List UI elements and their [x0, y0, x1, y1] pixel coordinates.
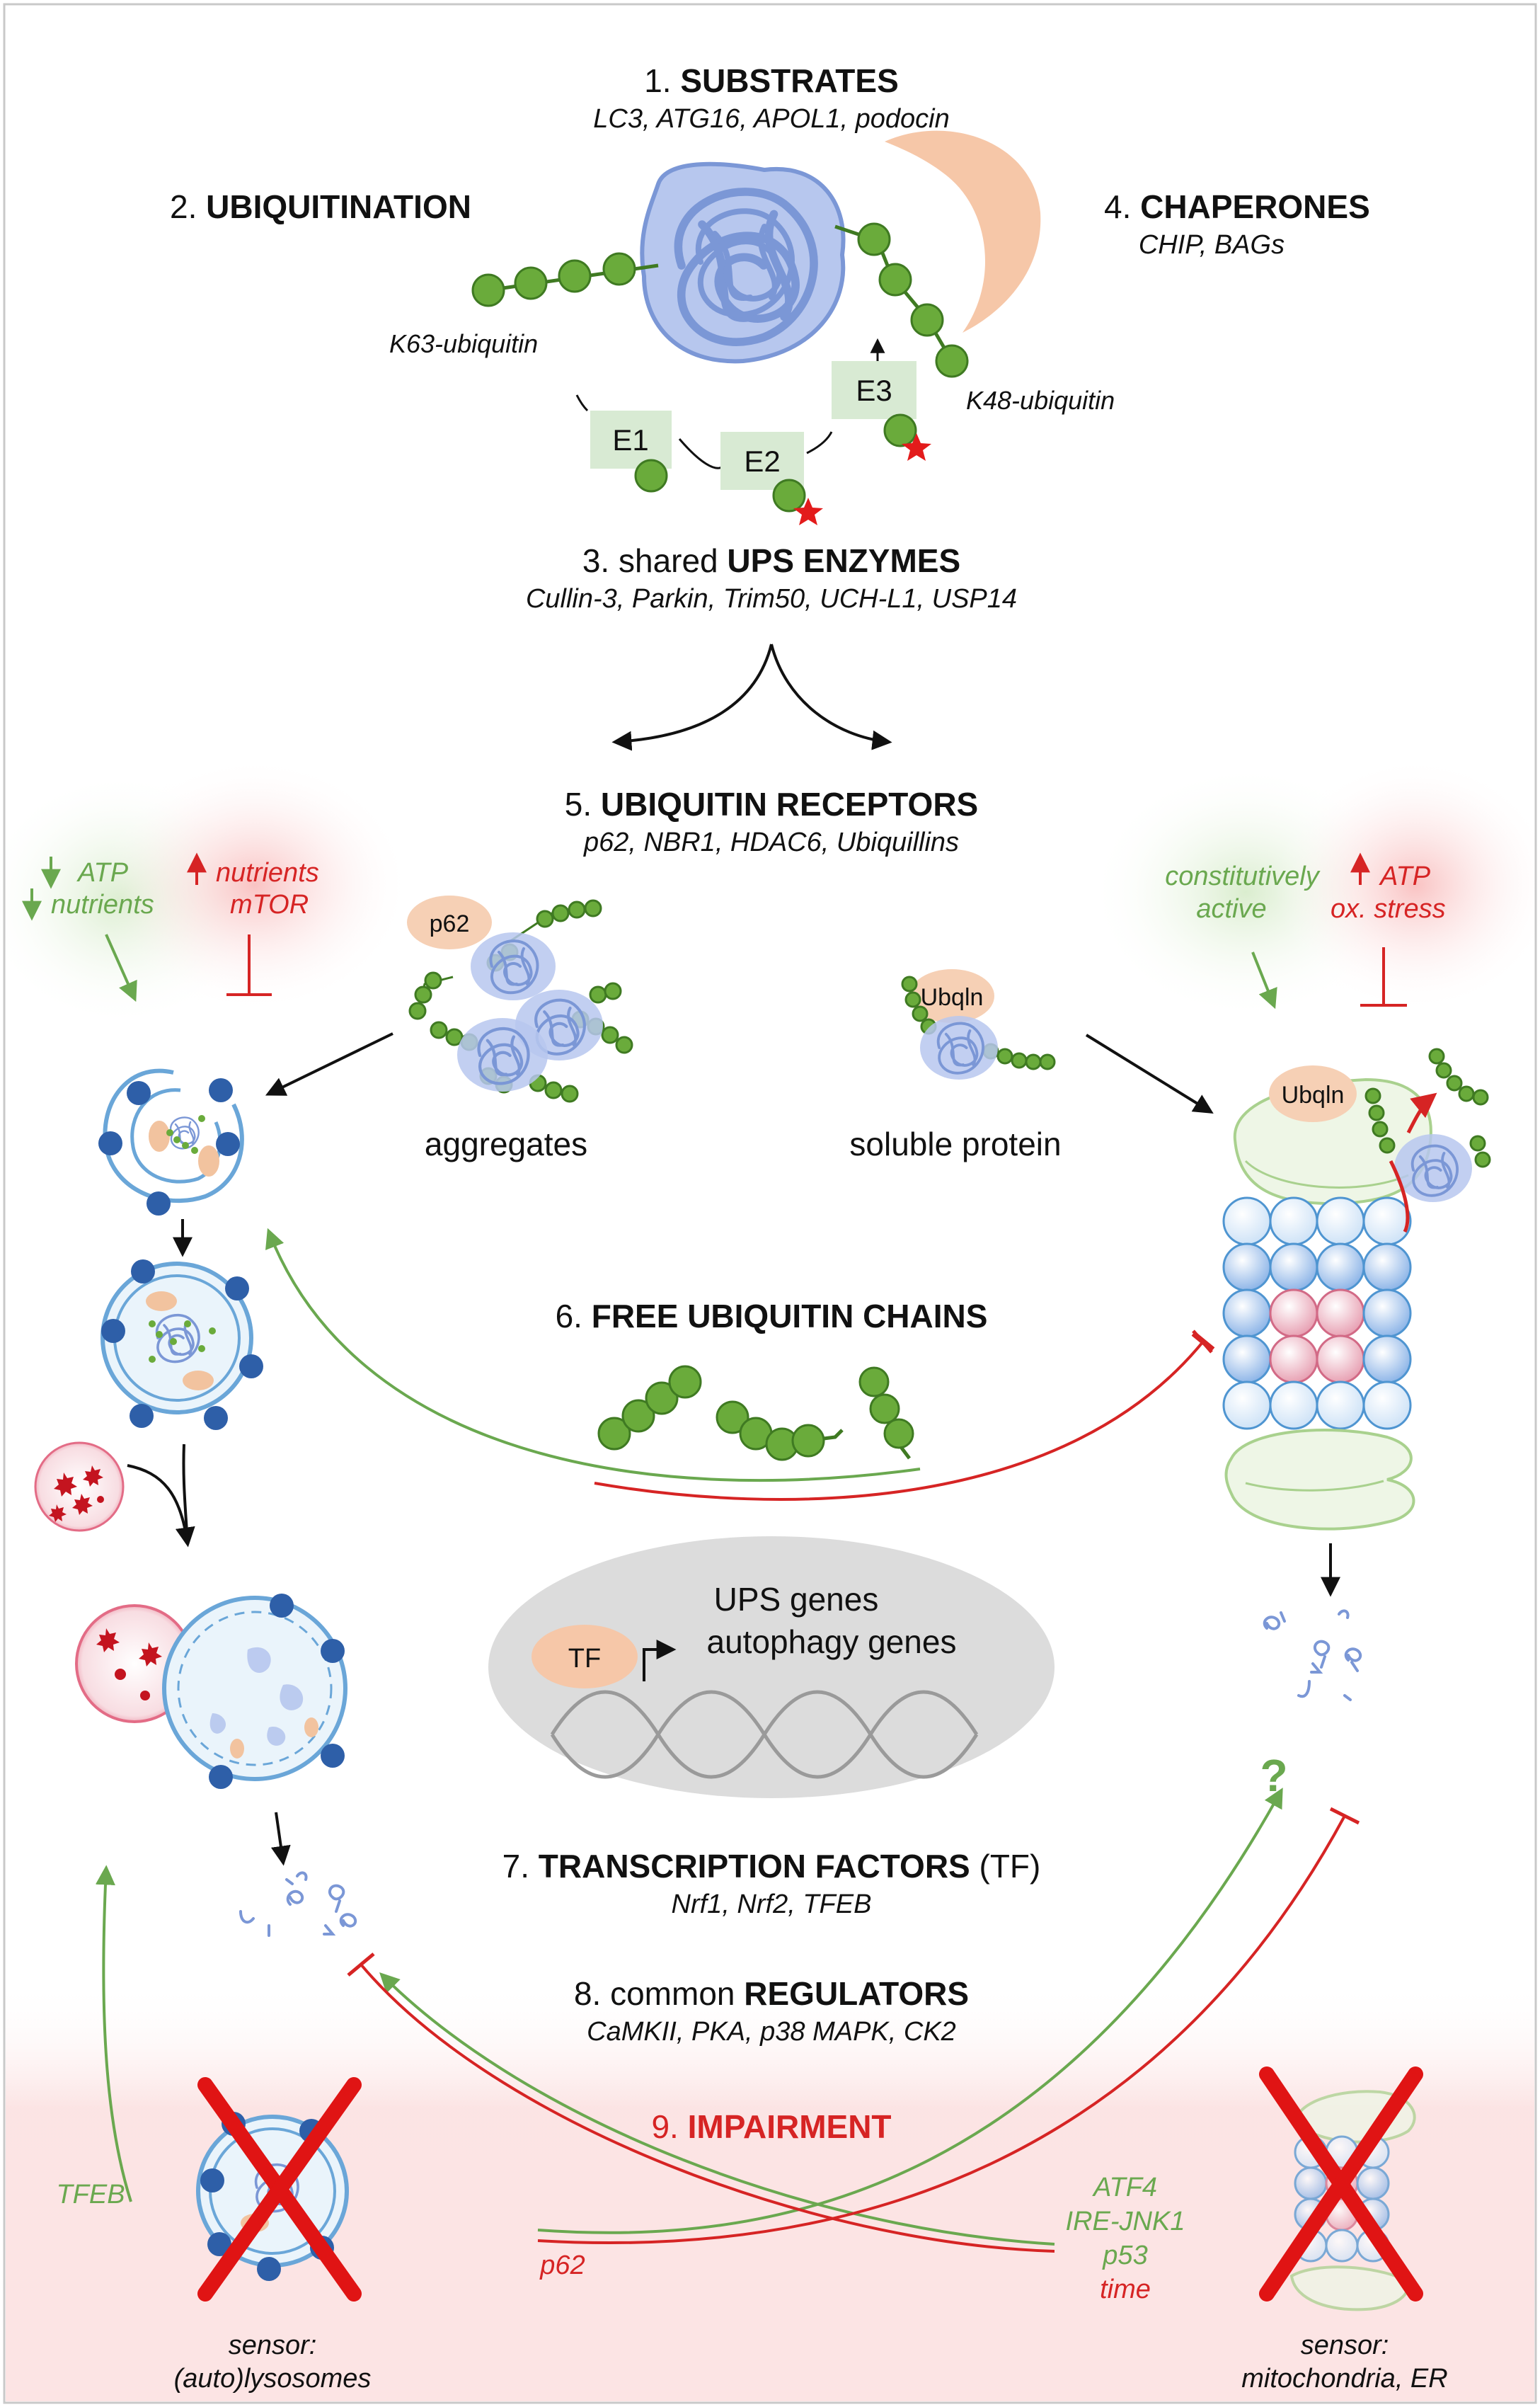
autophagy-activators: ATP nutrients — [22, 857, 154, 1002]
impairment-green-1: ATF4 — [1092, 2173, 1157, 2202]
question-mark: ? — [1260, 1750, 1287, 1801]
split-arrow-right — [770, 644, 892, 750]
autophagy-impairment-to-ups-arrow — [537, 1788, 1283, 2234]
autophagosome — [100, 1259, 263, 1430]
free-ubiquitin-chains — [597, 1365, 914, 1461]
sensor-left-name: (auto)lysosomes — [174, 2364, 372, 2394]
ubiquitination-heading: 2. UBIQUITINATION — [170, 188, 471, 225]
regulators-heading: 8. common REGULATORS — [574, 1975, 969, 2012]
proteasome-inhibition-bar — [1192, 1330, 1213, 1354]
ups-inhibition-bar — [1329, 1807, 1360, 1825]
tfeb-label: TFEB — [56, 2180, 125, 2209]
figure-frame — [3, 3, 1537, 2404]
e3-box — [832, 361, 916, 419]
k48-label: K48-ubiquitin — [966, 386, 1115, 415]
degraded-peptides-left — [239, 1871, 357, 1937]
aggregates-to-phagophore-arrow — [265, 1032, 393, 1096]
lysosome-small — [34, 1441, 125, 1532]
proteasome — [1222, 1048, 1491, 1531]
autophagy-inhibitor-1: nutrients — [216, 858, 319, 888]
impaired-autolysosome — [196, 2077, 362, 2302]
autophagy-activator-1: ATP — [76, 858, 129, 888]
split-arrow-left — [611, 644, 773, 751]
transcription-items: Nrf1, Nrf2, TFEB — [672, 1889, 872, 1919]
ups-genes-label: UPS genes — [714, 1581, 879, 1618]
ups-impairment-to-autophagy-arrow — [379, 1972, 1055, 2246]
chaperone-crescent — [885, 130, 1041, 333]
p62-impairment-label: p62 — [539, 2251, 585, 2280]
regulators-items: CaMKII, PKA, p38 MAPK, CK2 — [587, 2017, 956, 2047]
k63-label: K63-ubiquitin — [389, 329, 538, 358]
aggregates-label: aggregates — [425, 1126, 587, 1162]
autophagy-activator-2: nutrients — [51, 890, 154, 920]
autophagy-impairment-inhibits-ups — [537, 1815, 1346, 2245]
autophagy-inhibitors: nutrients mTOR — [187, 852, 319, 996]
ubqln-proteasome-label: Ubqln — [1282, 1082, 1345, 1109]
tf-label: TF — [568, 1644, 601, 1674]
free-chains-activate-autophagy — [265, 1228, 921, 1482]
chaperones-heading: 4. CHAPERONES — [1104, 188, 1370, 225]
e3-label: E3 — [856, 374, 892, 407]
autophagy-inhibitor-2: mTOR — [230, 890, 309, 920]
nucleus — [488, 1536, 1055, 1798]
e2-label: E2 — [744, 445, 780, 478]
impairment-green-2: IRE-JNK1 — [1066, 2207, 1185, 2236]
autophagy-genes-label: autophagy genes — [707, 1623, 957, 1660]
e3-star-icon — [902, 433, 931, 461]
autolysosome-to-peptides-arrow — [270, 1812, 291, 1866]
sensor-right-title: sensor: — [1301, 2331, 1389, 2360]
proteasome-inhibitor-1: ATP — [1379, 862, 1431, 891]
degraded-peptides-right — [1263, 1609, 1362, 1701]
proteasome-inhibitor-glow — [1274, 757, 1540, 1012]
transcription-heading: 7. TRANSCRIPTION FACTORS (TF) — [502, 1848, 1041, 1885]
soluble-protein-label: soluble protein — [849, 1126, 1061, 1162]
proteasome-activators: constitutively active — [1165, 862, 1321, 1010]
enzymes-heading: 3. shared UPS ENZYMES — [582, 542, 960, 579]
autolysosome — [75, 1594, 347, 1789]
receptors-heading: 5. UBIQUITIN RECEPTORS — [565, 786, 978, 823]
sensor-left-title: sensor: — [229, 2331, 317, 2360]
autophagy-inhibitor-glow — [99, 757, 410, 1012]
tfeb-feedback-arrow — [95, 1865, 132, 2202]
e1-label: E1 — [612, 423, 648, 457]
e1-e2-e3-cascade — [575, 338, 931, 525]
p62-bubble — [407, 896, 492, 949]
lysosome-merge-arrow — [127, 1464, 195, 1548]
substrates-items: LC3, ATG16, APOL1, podocin — [593, 104, 949, 134]
impairment-red-1: time — [1100, 2275, 1151, 2304]
k48-ubiquitin-chain — [834, 222, 969, 378]
aggregates-cluster — [407, 896, 633, 1103]
free-chains-heading: 6. FREE UBIQUITIN CHAINS — [556, 1298, 988, 1334]
e1-box — [590, 411, 672, 469]
p62-bubble-label: p62 — [430, 910, 470, 937]
proteasome-inhibitors: ATP ox. stress — [1331, 852, 1446, 1007]
chaperones-items: CHIP, BAGs — [1139, 230, 1285, 260]
proteasome-inhibitor-2: ox. stress — [1331, 894, 1446, 924]
receptors-items: p62, NBR1, HDAC6, Ubiquillins — [583, 828, 959, 857]
enzymes-items: Cullin-3, Parkin, Trim50, UCH-L1, USP14 — [526, 584, 1017, 614]
impaired-proteasome-cross-icon — [1259, 2066, 1423, 2302]
proteasome-activator-1: constitutively — [1165, 862, 1321, 891]
impairment-green-3: p53 — [1102, 2241, 1147, 2270]
substrate-protein — [640, 161, 846, 364]
sensor-right-name: mitochondria, ER — [1241, 2364, 1447, 2394]
soluble-protein — [901, 969, 1056, 1080]
impaired-proteasome — [1289, 2090, 1416, 2311]
soluble-to-proteasome-arrow — [1085, 1034, 1214, 1114]
free-chains-inhibit-proteasome — [594, 1331, 1215, 1501]
autophagy-inhibition-bar — [347, 1953, 375, 1977]
proteasome-activator-2: active — [1196, 894, 1266, 924]
ubqln-bubble-label: Ubqln — [921, 984, 984, 1011]
k63-ubiquitin-chain — [471, 252, 659, 307]
ubqln-bubble — [909, 969, 994, 1023]
phagophore — [98, 1068, 244, 1216]
impairment-heading: 9. IMPAIRMENT — [651, 2108, 891, 2145]
e2-star-icon — [793, 498, 823, 525]
ups-impairment-inhibits-autophagy — [360, 1963, 1055, 2253]
substrates-heading: 1. SUBSTRATES — [644, 62, 899, 99]
autophagosome-merge-line — [182, 1443, 189, 1544]
